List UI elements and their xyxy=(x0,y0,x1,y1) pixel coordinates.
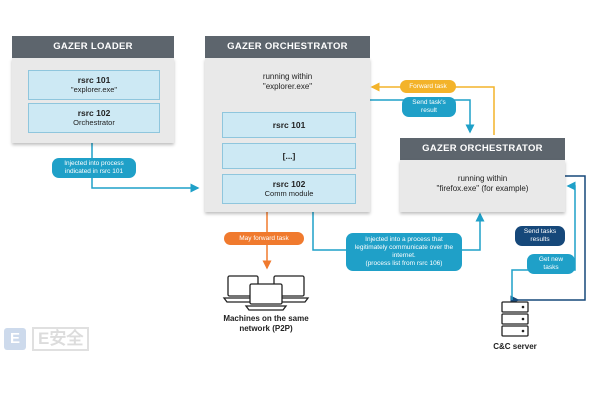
cell-name: [...] xyxy=(282,151,296,161)
watermark-e-icon: E xyxy=(4,328,26,350)
injected-internet-text: Injected into a process that legitimatel… xyxy=(354,236,454,259)
cell-name: rsrc 102 xyxy=(272,179,306,189)
running-within-text: running within xyxy=(262,72,313,81)
orchestrator-second-box xyxy=(400,160,565,212)
orchestrator-cell-rsrc102: rsrc 102 Comm module xyxy=(222,174,356,204)
loader-cell-rsrc101: rsrc 101 "explorer.exe" xyxy=(28,70,160,100)
process-list-text: (process list from rsrc 106) xyxy=(365,260,443,267)
arrow-send-result xyxy=(360,99,475,134)
server-icon xyxy=(501,301,529,337)
label-cnc: C&C server xyxy=(493,342,537,351)
watermark-logo: E E安全 xyxy=(4,327,90,351)
orchestrator-cell-ellipsis: [...] xyxy=(222,143,356,169)
arrow-loader-to-orchestrator xyxy=(91,142,200,193)
running-within-text: running within xyxy=(457,174,508,183)
cell-desc: "explorer.exe" xyxy=(70,85,118,94)
cell-desc: Orchestrator xyxy=(73,118,115,127)
label-may-forward: May forward task xyxy=(224,232,304,245)
orchestrator-second-header: GAZER ORCHESTRATOR xyxy=(400,138,565,160)
cell-name: rsrc 102 xyxy=(77,108,111,118)
process-name: "explorer.exe" xyxy=(262,82,313,91)
orchestrator-cell-rsrc101: rsrc 101 xyxy=(222,112,356,138)
label-machines: Machines on the same network (P2P) xyxy=(223,314,309,333)
machines-icon xyxy=(222,275,310,311)
loader-cell-rsrc102: rsrc 102 Orchestrator xyxy=(28,103,160,133)
cell-name: rsrc 101 xyxy=(272,120,306,130)
watermark-text: E安全 xyxy=(32,327,90,351)
label-injected-rsrc: Injected into process indicated in rsrc … xyxy=(52,158,136,178)
process-name: "firefox.exe" (for example) xyxy=(436,184,529,193)
arrow-get-new-tasks xyxy=(511,181,576,300)
cell-name: rsrc 101 xyxy=(77,75,111,85)
label-get-new-tasks: Get new tasks xyxy=(527,254,575,274)
cell-desc: Comm module xyxy=(264,189,314,198)
arrow-send-tasks-results xyxy=(516,175,586,305)
label-forward-task: Forward task xyxy=(400,80,456,93)
orchestrator-main-header: GAZER ORCHESTRATOR xyxy=(205,36,370,58)
label-injected-internet: Injected into a process that legitimatel… xyxy=(346,233,462,271)
label-send-tasks-results: Send tasks results xyxy=(515,226,565,246)
label-send-result: Send task's result xyxy=(402,97,456,117)
orchestrator-second-running: running within "firefox.exe" (for exampl… xyxy=(400,174,565,194)
loader-header: GAZER LOADER xyxy=(12,36,174,58)
orchestrator-main-running: running within "explorer.exe" xyxy=(205,72,370,92)
